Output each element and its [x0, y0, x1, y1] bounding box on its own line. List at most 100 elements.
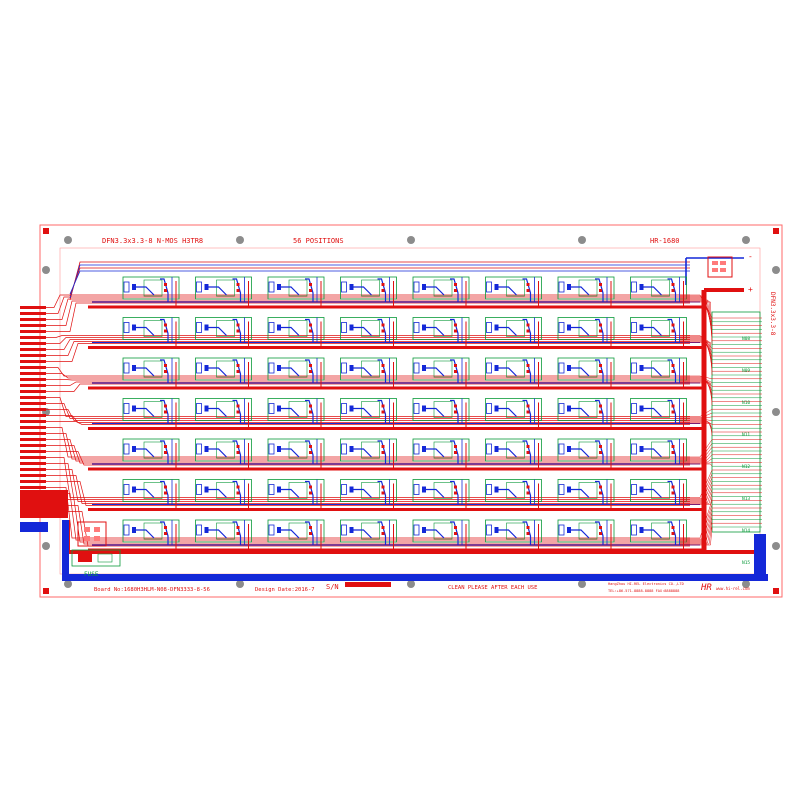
pad — [599, 283, 602, 286]
socket-outline — [340, 398, 397, 421]
socket-cell — [340, 398, 397, 429]
ground-finger — [20, 522, 48, 532]
socket-cell — [195, 357, 252, 388]
led-part — [567, 405, 571, 412]
led-part — [277, 284, 281, 290]
led-part — [567, 284, 571, 290]
socket-outline — [122, 519, 180, 543]
led-part — [494, 405, 499, 412]
dut-pad-outline — [578, 360, 598, 378]
top-trace — [69, 270, 690, 295]
resistor-part — [413, 524, 420, 536]
resistor-part — [413, 322, 420, 333]
pad — [454, 329, 457, 333]
edge-finger — [20, 432, 46, 435]
pad — [671, 283, 675, 286]
signal-trace — [46, 505, 690, 545]
signal-trace — [46, 383, 690, 392]
pad — [599, 370, 602, 373]
comb-fanin — [680, 423, 713, 436]
group-label: N11 — [742, 432, 750, 438]
resistor-part — [123, 524, 130, 536]
resistor-part — [123, 362, 130, 374]
pad — [454, 410, 457, 414]
edge-finger — [20, 348, 46, 351]
pad — [381, 329, 385, 333]
led-part — [204, 365, 209, 371]
socket-outline — [340, 438, 397, 462]
socket-outline — [340, 519, 397, 543]
socket-cell — [557, 357, 615, 388]
group-label: N08 — [742, 336, 750, 342]
gate-trace — [498, 488, 517, 498]
pad — [309, 329, 312, 333]
socket-outline — [195, 317, 252, 340]
socket-cell — [412, 317, 470, 348]
socket-outline — [485, 398, 542, 421]
pad — [454, 323, 457, 327]
gate-trace — [136, 367, 155, 377]
pad — [236, 532, 240, 535]
comb-fanin — [680, 450, 713, 461]
led-part — [132, 446, 136, 452]
pad — [309, 289, 312, 292]
pad — [526, 329, 530, 333]
resistor-part — [558, 443, 565, 455]
pad — [381, 532, 385, 535]
led-part — [132, 284, 136, 290]
socket-outline — [267, 317, 325, 340]
pad — [236, 491, 240, 495]
gate-trace — [208, 326, 227, 336]
company-line-2: TEL:+86-571-8888-8888 FAX:8888888 — [608, 589, 679, 593]
comb-fanin — [680, 341, 713, 372]
socket-outline — [412, 479, 470, 502]
pad — [309, 404, 312, 408]
pad — [164, 410, 167, 414]
pad — [309, 370, 312, 373]
pad — [526, 491, 530, 495]
led-part — [422, 486, 426, 493]
pad — [526, 451, 530, 454]
comb-fanin — [680, 485, 713, 502]
led-part — [132, 486, 136, 493]
comb-fanin — [680, 473, 713, 499]
edge-finger — [20, 378, 46, 381]
socket-cell — [340, 276, 397, 307]
dut-pad-outline — [216, 360, 235, 378]
pad — [381, 451, 385, 454]
comb-fanin — [680, 421, 713, 429]
edge-finger — [20, 468, 46, 471]
pad — [381, 283, 385, 286]
comb-fanin — [680, 477, 713, 500]
signal-trace — [46, 487, 690, 539]
dut-pad-outline — [216, 279, 235, 297]
socket-grid — [122, 276, 687, 550]
socket-outline — [485, 479, 542, 502]
gate-trace — [643, 529, 662, 539]
pad — [454, 370, 457, 373]
socket-cell — [557, 317, 615, 348]
comb-fanin — [680, 515, 713, 543]
comb-fanin — [680, 481, 713, 501]
pad — [236, 283, 240, 286]
resistor-part — [486, 322, 492, 333]
dut-pad-outline — [578, 482, 598, 499]
edge-finger — [20, 330, 46, 333]
resistor-part — [558, 281, 565, 293]
dut-pad-outline — [433, 360, 453, 378]
socket-cell — [122, 438, 180, 469]
led-part — [277, 365, 281, 371]
pad — [236, 364, 240, 367]
pad — [526, 289, 530, 292]
resistor-part — [341, 362, 347, 374]
gate-trace — [208, 488, 227, 498]
socket-cell — [630, 438, 687, 469]
socket-outline — [485, 276, 542, 300]
led-part — [494, 486, 499, 493]
pad — [671, 491, 675, 495]
led-part — [277, 486, 281, 493]
socket-cell — [412, 276, 470, 307]
signal-trace — [46, 451, 690, 466]
socket-outline — [630, 438, 687, 462]
